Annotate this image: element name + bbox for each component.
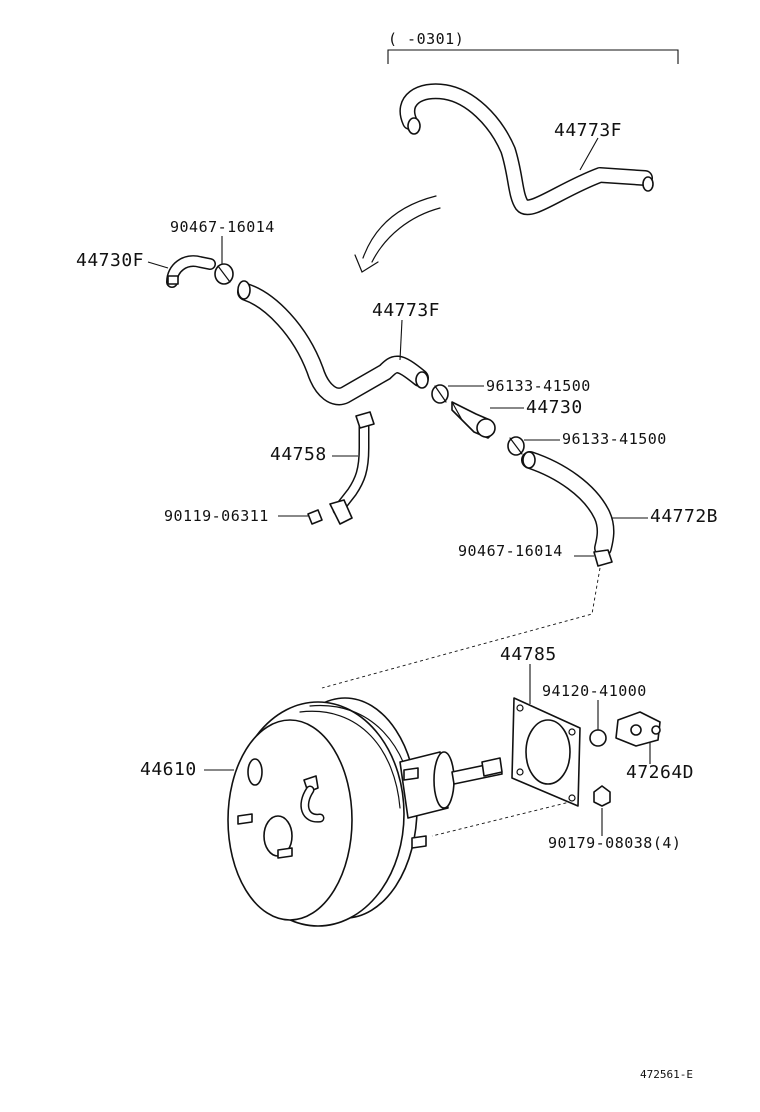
label-gasket: 44785 [500,644,557,665]
nut-94120[interactable] [589,729,607,747]
label-hose-lower: 44772B [650,506,718,527]
guide-line-hose [321,567,601,689]
label-pipe-bracket: 44758 [270,444,327,465]
replacement-arrow [354,195,441,273]
gasket-44785[interactable] [511,697,581,807]
label-hose-upper: 44773F [554,120,622,141]
date-range-bracket: ( -0301) [387,30,679,64]
guide-line-stud [431,799,579,837]
leader-connector-left [147,261,169,269]
leader-hose-upper [579,137,599,171]
label-check-valve: 44730 [526,397,583,418]
bracket-47264d[interactable] [615,711,661,747]
clamp-lower[interactable] [593,549,613,567]
label-connector-left: 44730F [76,250,144,271]
label-booster: 44610 [140,759,197,780]
leader-hose-main [399,319,403,361]
label-hose-main: 44773F [372,300,440,321]
connector-44730f[interactable] [166,255,216,288]
figure-id: 472561-E [640,1068,693,1081]
hose-lower-44772b[interactable] [521,451,615,557]
label-bolt: 90119-06311 [164,507,269,525]
check-valve-44730[interactable] [451,401,496,439]
label-clamp-valve-bottom: 96133-41500 [562,430,667,448]
nut-90179[interactable] [593,785,611,807]
date-range-label: ( -0301) [388,30,464,48]
label-clamp-valve-top: 96133-41500 [486,377,591,395]
label-clamp-lower: 90467-16014 [458,542,563,560]
clamp-valve-top[interactable] [431,384,449,404]
label-clamp-left: 90467-16014 [170,218,275,236]
hose-main-44773f[interactable] [237,280,429,406]
clamp-left[interactable] [214,263,234,285]
brake-booster-44610[interactable] [227,697,503,927]
hose-upper-44773f[interactable] [399,83,654,216]
bolt-90119[interactable] [307,509,323,525]
label-nut-booster: 90179-08038(4) [548,834,681,852]
label-bracket-right: 47264D [626,762,694,783]
clamp-valve-bottom[interactable] [507,436,525,456]
pipe-bracket-44758[interactable] [329,411,375,525]
label-nut-small: 94120-41000 [542,682,647,700]
